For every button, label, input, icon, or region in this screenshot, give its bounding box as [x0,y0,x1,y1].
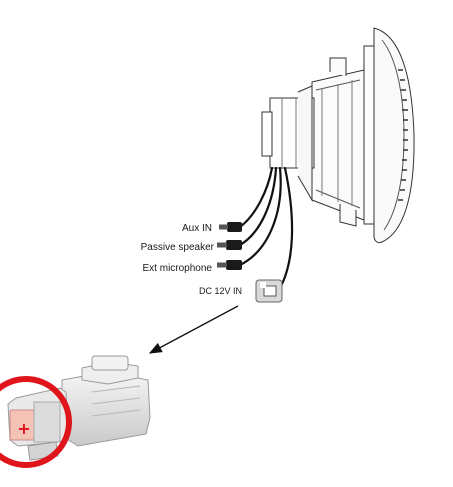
cable-bundle [238,166,294,290]
aux-in-jack [219,222,242,232]
highlight-circle [0,376,72,468]
cable-passive-speaker [238,166,278,247]
ext-microphone-jack [217,260,242,270]
cable-dc-power [278,166,294,290]
dc-connector-enlarged [7,355,151,461]
label-aux-in: Aux IN [182,223,212,234]
zoom-arrow [148,305,239,354]
speaker-grille [398,69,408,201]
cable-ext-microphone [238,166,282,267]
dc-power-connector-small [255,279,283,303]
speaker-face-plate [373,27,415,244]
label-passive-speaker: Passive speaker [141,242,215,253]
label-dc-12v-in: DC 12V IN [199,286,242,296]
ceiling-speaker-unit [261,27,415,244]
passive-speaker-jack [217,240,242,250]
label-ext-microphone: Ext microphone [143,263,213,274]
cable-aux-in [238,166,274,229]
plus-polarity-symbol: + [17,419,30,438]
